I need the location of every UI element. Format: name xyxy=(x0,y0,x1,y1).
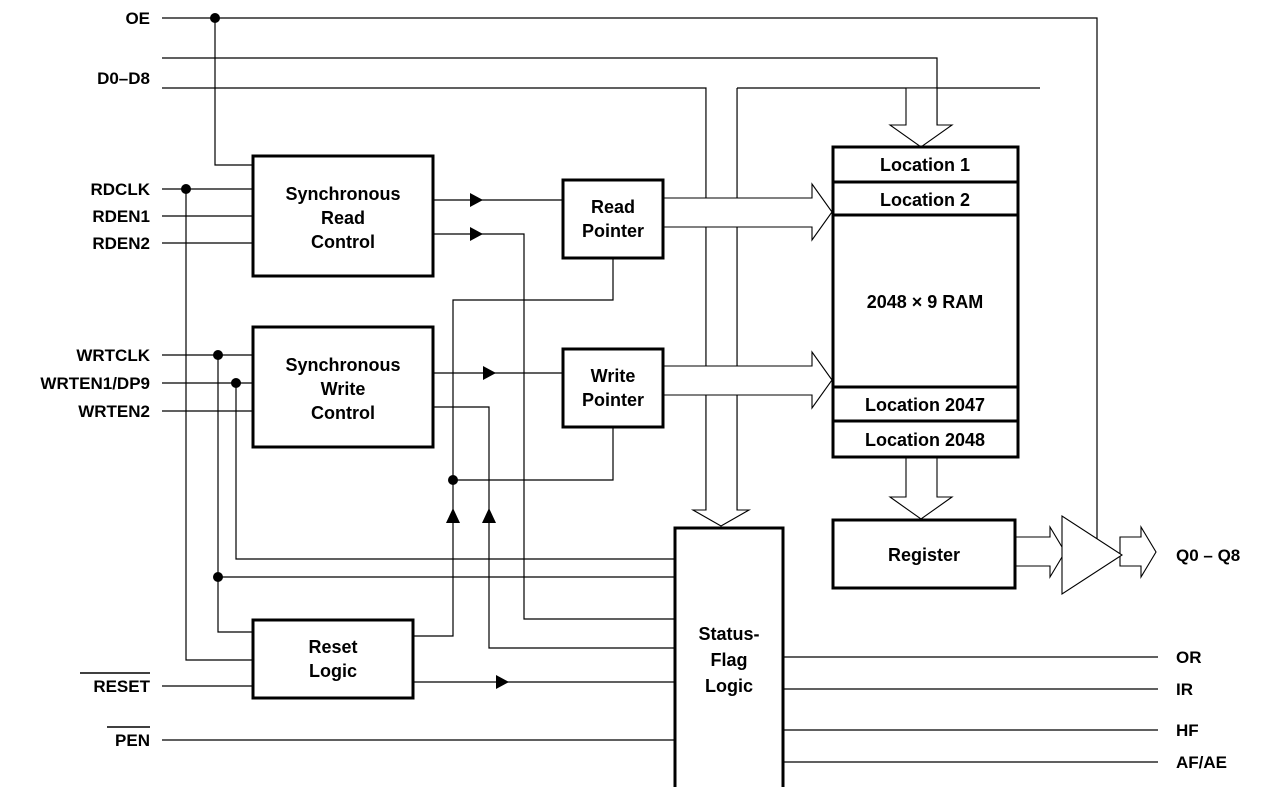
rdclk-label: RDCLK xyxy=(91,180,151,199)
d-bus-to-ram-wire xyxy=(162,57,938,125)
bus-arrows xyxy=(662,87,1157,579)
read-pointer-line-2: Pointer xyxy=(582,221,644,241)
reset-label: RESET xyxy=(93,677,150,696)
write-control-to-status-wire xyxy=(433,406,675,649)
wrtclk-label: WRTCLK xyxy=(76,346,150,365)
sync-read-control-block: Synchronous Read Control xyxy=(251,154,435,278)
arrowheads xyxy=(446,193,509,689)
read-pointer-block: Read Pointer xyxy=(561,178,665,260)
junctions xyxy=(181,13,458,582)
register-to-buffer-bus-arrow xyxy=(1014,525,1066,579)
buffer-to-output-bus-arrow xyxy=(1119,525,1157,579)
wrtclk-to-reset-wire xyxy=(217,355,253,633)
wrten1-dp9-label: WRTEN1/DP9 xyxy=(40,374,150,393)
ram-size-label: 2048 × 9 RAM xyxy=(867,292,984,312)
sync-read-line-3: Control xyxy=(311,232,375,252)
pointer-feedback-junction xyxy=(448,475,458,485)
write-pointer-feedback-wire xyxy=(453,427,614,481)
write-pointer-line-1: Write xyxy=(591,366,636,386)
sync-read-line-1: Synchronous xyxy=(285,184,400,204)
af-ae-label: AF/AE xyxy=(1176,753,1227,772)
wrten2-label: WRTEN2 xyxy=(78,402,150,421)
rdclk-to-reset-wire xyxy=(185,189,253,661)
ram-to-register-bus-arrow xyxy=(888,456,954,520)
rden2-label: RDEN2 xyxy=(92,234,150,253)
wrtclk-status-junction xyxy=(213,572,223,582)
read-pointer-arrowhead xyxy=(470,193,483,207)
location-2-label: Location 2 xyxy=(880,190,970,210)
oe-wire xyxy=(162,17,1098,540)
sync-write-control-block: Synchronous Write Control xyxy=(251,325,435,449)
location-2048-label: Location 2048 xyxy=(865,430,985,450)
pen-label: PEN xyxy=(115,731,150,750)
write-status-up-arrowhead xyxy=(482,508,496,523)
wrten1-junction xyxy=(231,378,241,388)
status-flag-logic-block: Status- Flag Logic xyxy=(673,526,785,787)
q0-q8-label: Q0 – Q8 xyxy=(1176,546,1240,565)
write-pointer-arrowhead xyxy=(483,366,496,380)
signal-labels: OE D0–D8 RDCLK RDEN1 RDEN2 WRTCLK WRTEN1… xyxy=(40,9,1240,772)
reset-up-arrowhead xyxy=(446,508,460,523)
sync-write-line-3: Control xyxy=(311,403,375,423)
read-status-arrowhead xyxy=(470,227,483,241)
d0-d8-label: D0–D8 xyxy=(97,69,150,88)
oe-label: OE xyxy=(125,9,150,28)
reset-logic-line-2: Logic xyxy=(309,661,357,681)
or-label: OR xyxy=(1176,648,1202,667)
location-2047-label: Location 2047 xyxy=(865,395,985,415)
status-flag-line-2: Flag xyxy=(710,650,747,670)
sync-write-line-1: Synchronous xyxy=(285,355,400,375)
rdclk-junction xyxy=(181,184,191,194)
reset-logic-line-1: Reset xyxy=(308,637,357,657)
read-pointer-feedback-wire xyxy=(452,258,614,480)
ram-block: Location 1 Location 2 2048 × 9 RAM Locat… xyxy=(831,145,1020,459)
reset-status-arrowhead xyxy=(496,675,509,689)
read-pointer-bus-arrow xyxy=(662,182,833,242)
d-bus-into-status-arrow xyxy=(690,88,752,527)
wrten1-to-status-wire xyxy=(235,383,675,560)
write-pointer-block: Write Pointer xyxy=(561,347,665,429)
rden1-label: RDEN1 xyxy=(92,207,150,226)
reset-to-pointers-wire xyxy=(413,480,454,637)
status-flag-line-1: Status- xyxy=(698,624,759,644)
read-pointer-line-1: Read xyxy=(591,197,635,217)
sync-read-line-2: Read xyxy=(321,208,365,228)
hf-label: HF xyxy=(1176,721,1199,740)
write-pointer-line-2: Pointer xyxy=(582,390,644,410)
d-bus-into-ram-arrow xyxy=(888,87,954,148)
ir-label: IR xyxy=(1176,680,1193,699)
oe-junction xyxy=(210,13,220,23)
sync-write-line-2: Write xyxy=(321,379,366,399)
reset-logic-block: Reset Logic xyxy=(251,618,415,700)
write-pointer-bus-arrow xyxy=(662,350,833,410)
wrtclk-junction xyxy=(213,350,223,360)
register-block: Register xyxy=(831,518,1017,590)
location-1-label: Location 1 xyxy=(880,155,970,175)
status-flag-line-3: Logic xyxy=(705,676,753,696)
oe-to-read-control-wire xyxy=(214,18,253,166)
output-buffer-triangle xyxy=(1061,514,1124,596)
register-label: Register xyxy=(888,545,960,565)
